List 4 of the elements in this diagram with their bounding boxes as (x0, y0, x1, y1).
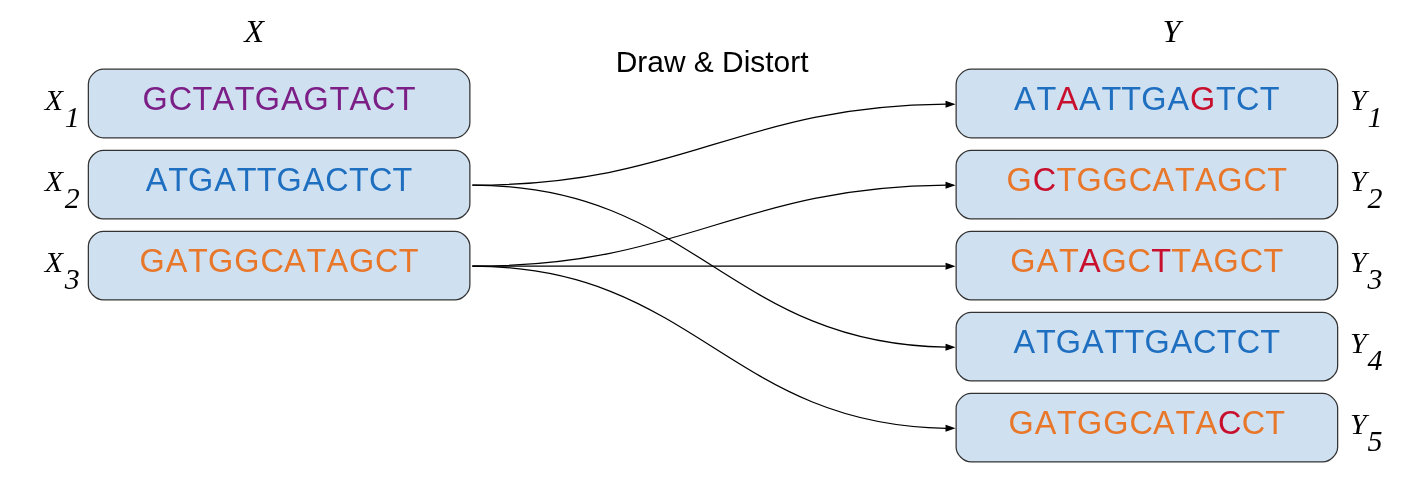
label: Draw & Distort (615, 44, 809, 78)
label: X (243, 13, 264, 50)
arrow (471, 184, 955, 351)
arrow (471, 265, 955, 432)
